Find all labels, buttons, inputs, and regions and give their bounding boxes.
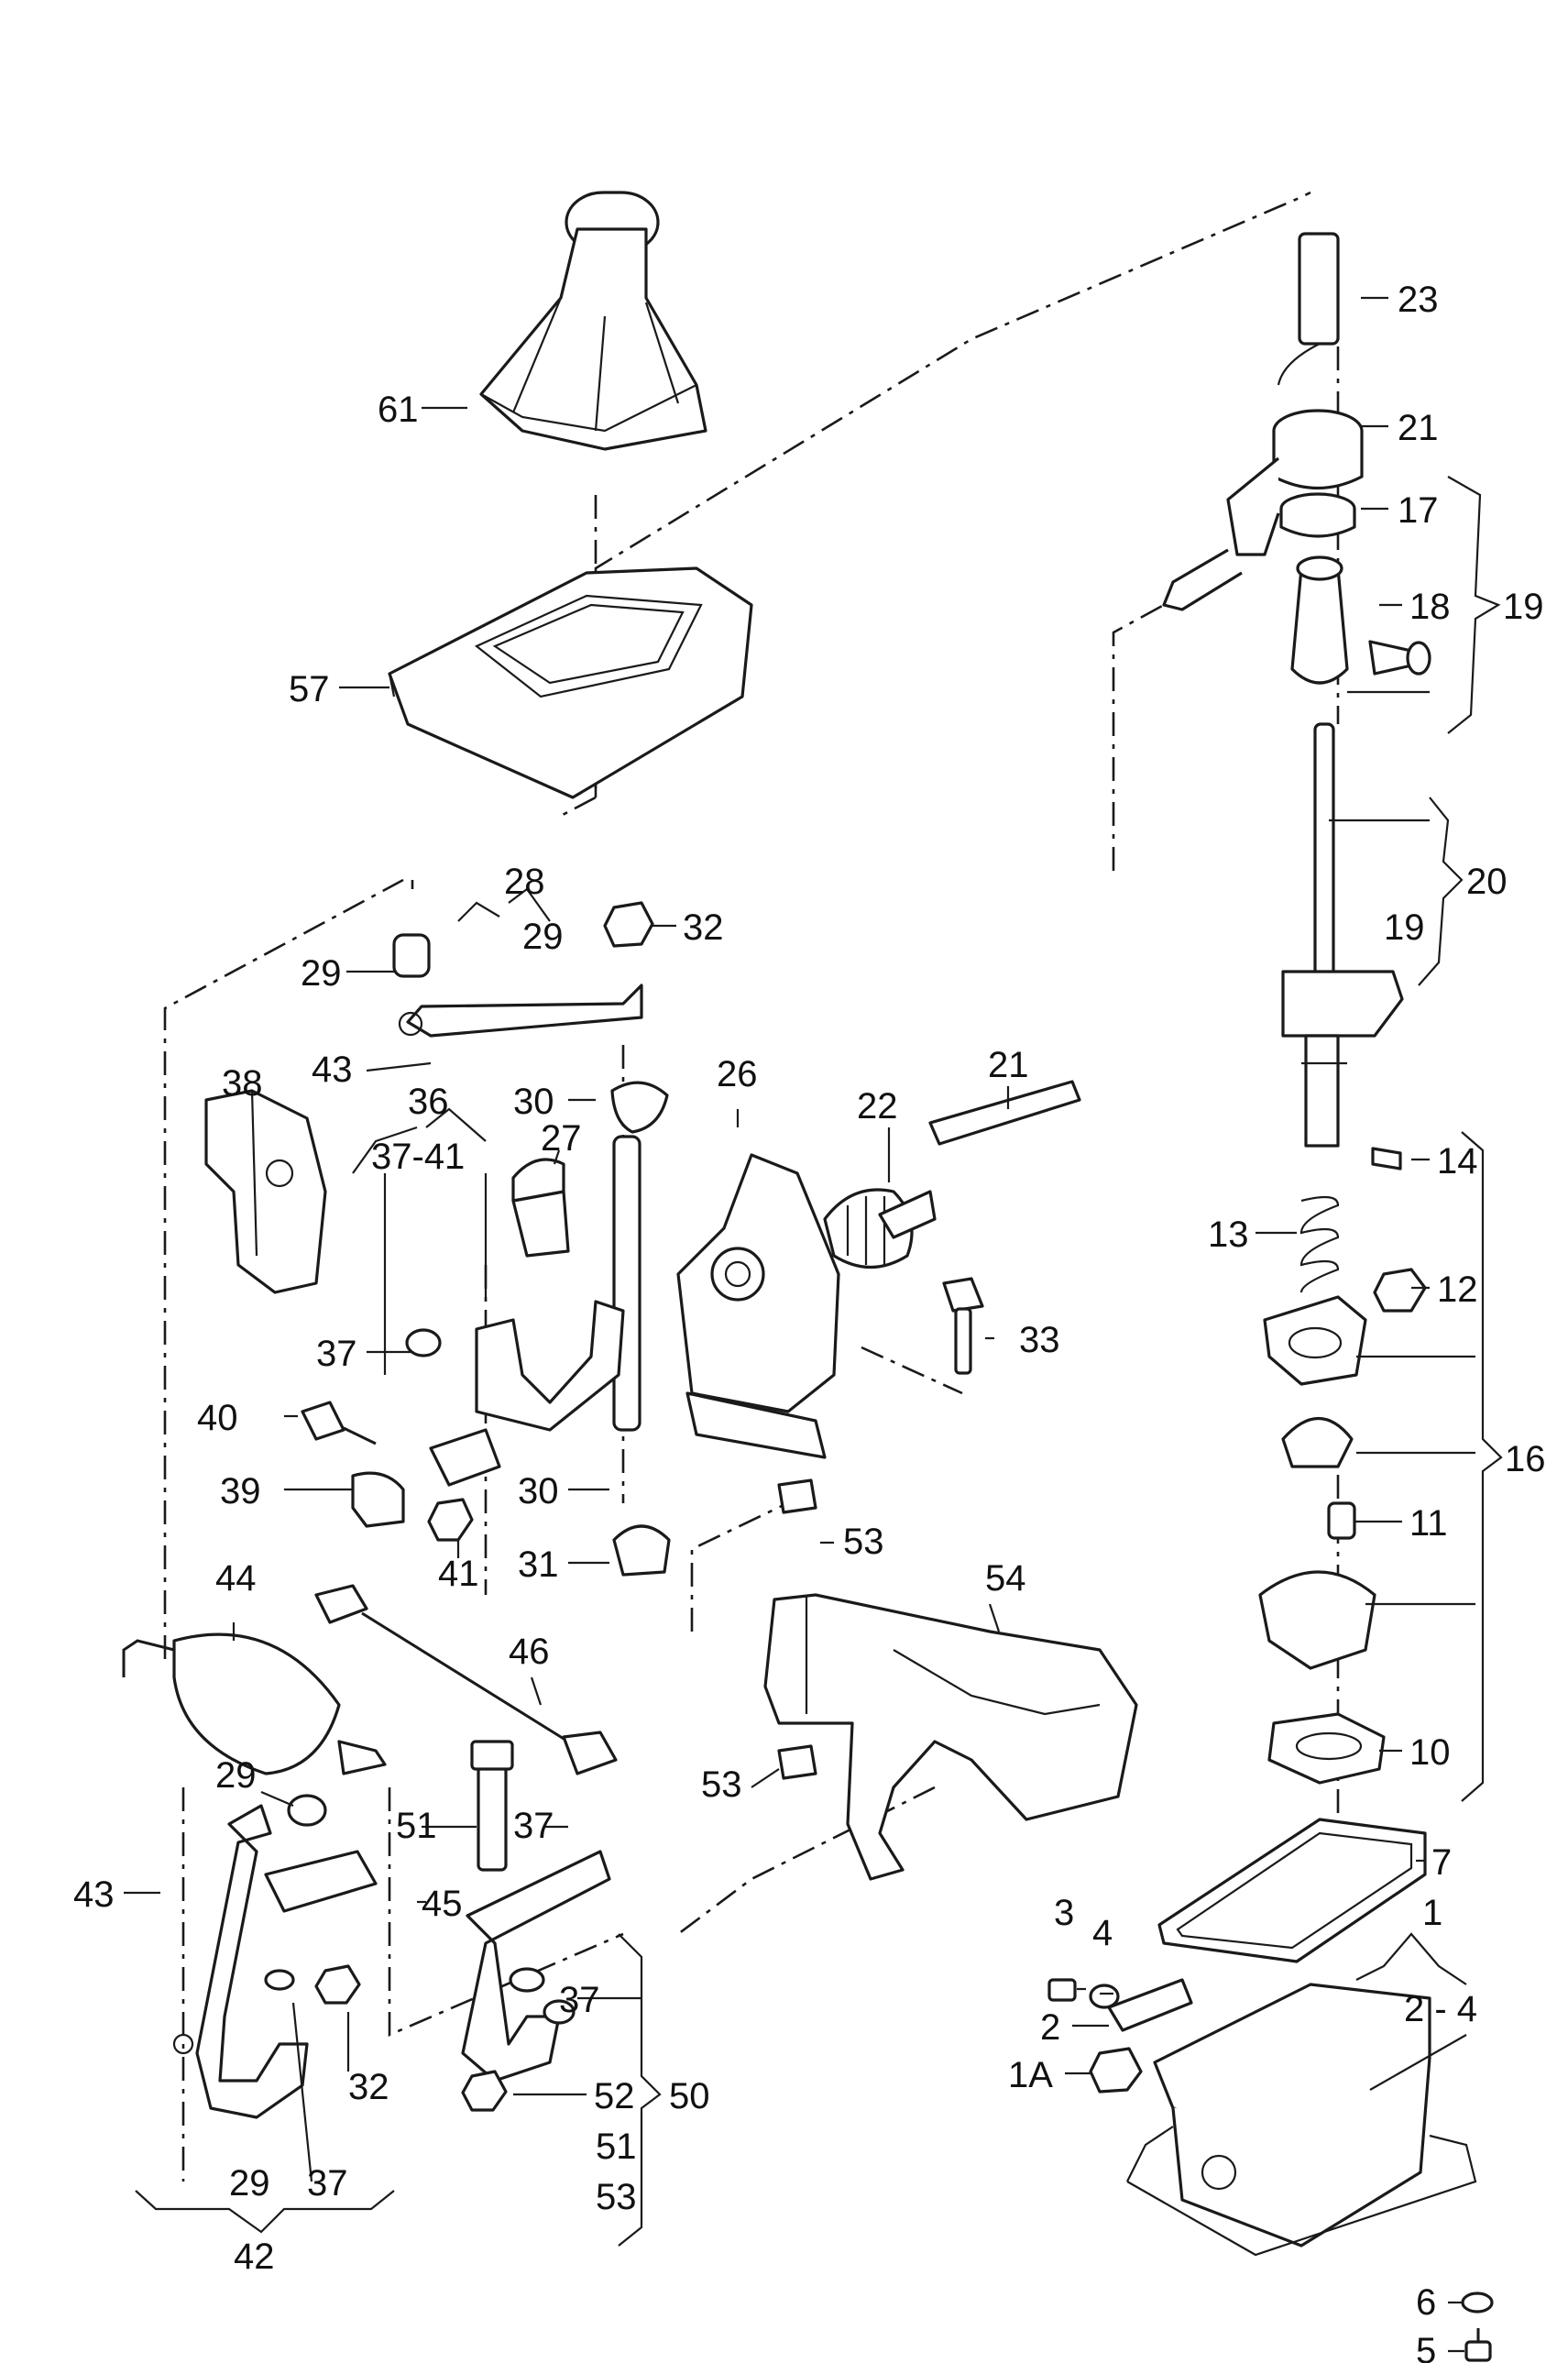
center-console (388, 566, 753, 799)
label-21-mid: 21 (988, 1045, 1029, 1085)
main-support-bracket (763, 1478, 1138, 1881)
label-30-bottom: 30 (518, 1471, 559, 1511)
housing-fasteners (1047, 1978, 1494, 2362)
shift-housing (1107, 1818, 1477, 2257)
counterweight-rod (122, 1584, 618, 1775)
shift-shaft (1281, 722, 1404, 1171)
label-61: 61 (378, 390, 419, 430)
label-19-mid: 19 (1384, 907, 1425, 948)
label-21-top: 21 (1398, 408, 1439, 448)
label-2: 2 (1040, 2007, 1060, 2048)
label-50: 50 (669, 2076, 710, 2116)
label-42: 42 (234, 2237, 275, 2277)
lower-bracket-assembly (461, 1740, 611, 2112)
label-36: 36 (408, 1082, 449, 1122)
label-30-top: 30 (513, 1082, 554, 1122)
label-29-top: 29 (522, 917, 564, 957)
label-13: 13 (1208, 1214, 1249, 1255)
label-2-4: 2 - 4 (1404, 1989, 1477, 2029)
label-38: 38 (222, 1063, 263, 1104)
label-53-top: 53 (843, 1522, 884, 1562)
label-45: 45 (422, 1884, 463, 1924)
label-37-41: 37-41 (371, 1137, 465, 1177)
label-46: 46 (509, 1632, 550, 1672)
upper-shift-parts (1162, 232, 1431, 685)
label-51-low: 51 (596, 2127, 637, 2167)
label-57: 57 (289, 669, 330, 709)
label-5: 5 (1416, 2331, 1436, 2363)
label-3: 3 (1054, 1893, 1074, 1933)
label-28: 28 (504, 862, 545, 902)
label-29-left: 29 (301, 953, 342, 994)
label-37-d: 37 (307, 2163, 348, 2204)
callout-labels: 23 21 17 18 19 20 19 14 13 12 16 11 10 7… (73, 280, 1546, 2363)
label-54: 54 (985, 1558, 1026, 1599)
label-16: 16 (1505, 1439, 1546, 1479)
label-40: 40 (197, 1398, 238, 1438)
leader-lines (124, 296, 1503, 2353)
label-37-c: 37 (559, 1980, 600, 2020)
label-53-mid: 53 (701, 1764, 742, 1805)
upper-lever-arm (392, 901, 654, 1038)
selector-mechanism (1258, 1195, 1427, 1785)
label-14: 14 (1437, 1141, 1478, 1182)
label-41: 41 (438, 1554, 479, 1594)
label-39: 39 (220, 1471, 261, 1511)
label-51-top: 51 (396, 1806, 437, 1846)
label-19-top: 19 (1503, 587, 1544, 627)
label-10: 10 (1409, 1732, 1451, 1773)
label-1A: 1A (1008, 2055, 1053, 2095)
label-37-b: 37 (513, 1806, 554, 1846)
label-23: 23 (1398, 280, 1439, 320)
label-32-low: 32 (348, 2067, 389, 2107)
label-29-bottom: 29 (229, 2163, 270, 2204)
mount-bracket (204, 1089, 327, 1294)
label-53-low: 53 (596, 2177, 637, 2217)
label-18: 18 (1409, 587, 1451, 627)
label-37-a: 37 (316, 1334, 357, 1374)
lower-lever (172, 1794, 378, 2119)
label-43-top: 43 (312, 1050, 353, 1090)
label-29-low: 29 (215, 1755, 257, 1796)
label-26: 26 (717, 1054, 758, 1094)
label-4: 4 (1092, 1913, 1113, 1953)
label-11: 11 (1409, 1503, 1448, 1544)
gear-shift-boot (479, 191, 707, 451)
label-52: 52 (594, 2076, 635, 2116)
label-43-low: 43 (73, 1874, 115, 1915)
bolt-33 (942, 1277, 984, 1375)
selector-link-parts (301, 1300, 625, 1542)
label-6: 6 (1416, 2282, 1436, 2323)
label-1: 1 (1422, 1893, 1442, 1933)
label-17: 17 (1398, 490, 1439, 531)
label-33: 33 (1019, 1320, 1060, 1360)
label-44: 44 (215, 1558, 257, 1599)
label-12: 12 (1437, 1269, 1478, 1310)
label-31: 31 (518, 1544, 559, 1585)
label-32-top: 32 (683, 907, 724, 948)
label-22: 22 (857, 1086, 898, 1127)
label-7: 7 (1431, 1842, 1452, 1883)
label-27: 27 (541, 1118, 582, 1159)
label-20: 20 (1466, 862, 1508, 902)
